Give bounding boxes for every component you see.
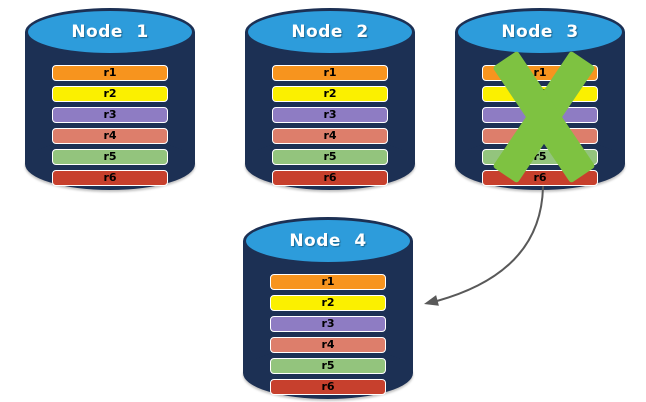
node-1-cylinder-top: Node 1 <box>25 8 195 56</box>
replica-row-r4: r4 <box>482 128 598 144</box>
replica-row-label: r2 <box>323 87 337 100</box>
replica-row-label: r6 <box>103 171 117 184</box>
replica-row-label: r5 <box>103 150 117 163</box>
replica-row-r5: r5 <box>270 358 386 374</box>
replica-row-r6: r6 <box>52 170 168 186</box>
replica-row-r3: r3 <box>272 107 388 123</box>
replica-row-label: r5 <box>323 150 337 163</box>
replica-row-label: r4 <box>321 338 335 351</box>
replica-row-r3: r3 <box>52 107 168 123</box>
replica-row-label: r1 <box>321 275 335 288</box>
node-1-label: Node 1 <box>71 22 149 42</box>
node-4: Node 4 r1 r2 r3 r4 r5 r6 <box>243 217 413 399</box>
replica-row-label: r2 <box>321 296 335 309</box>
node-2-rows: r1 r2 r3 r4 r5 r6 <box>272 65 388 191</box>
replica-row-label: r3 <box>533 108 547 121</box>
replica-row-r3: r3 <box>482 107 598 123</box>
node-1: Node 1 r1 r2 r3 r4 r5 r6 <box>25 8 195 190</box>
node-3-failed: Node 3 r1 r2 r3 r4 r5 r6 <box>455 8 625 190</box>
replica-row-label: r3 <box>103 108 117 121</box>
replica-row-r1: r1 <box>482 65 598 81</box>
replica-row-r2: r2 <box>482 86 598 102</box>
replica-row-r5: r5 <box>272 149 388 165</box>
replica-row-r1: r1 <box>270 274 386 290</box>
replica-row-label: r4 <box>323 129 337 142</box>
replica-row-label: r4 <box>103 129 117 142</box>
replica-row-label: r1 <box>323 66 337 79</box>
replica-row-r5: r5 <box>52 149 168 165</box>
replication-arrow-line <box>436 186 544 302</box>
replication-arrow-head <box>424 295 439 306</box>
replica-row-r1: r1 <box>52 65 168 81</box>
replica-row-label: r5 <box>533 150 547 163</box>
replica-row-r4: r4 <box>272 128 388 144</box>
replica-row-r1: r1 <box>272 65 388 81</box>
replica-row-r2: r2 <box>272 86 388 102</box>
replica-row-r4: r4 <box>270 337 386 353</box>
replica-row-r2: r2 <box>52 86 168 102</box>
node-3-cylinder-top: Node 3 <box>455 8 625 56</box>
replica-row-r6: r6 <box>272 170 388 186</box>
replica-row-r3: r3 <box>270 316 386 332</box>
node-3-rows: r1 r2 r3 r4 r5 r6 <box>482 65 598 191</box>
replica-row-r6: r6 <box>270 379 386 395</box>
replica-row-label: r2 <box>533 87 547 100</box>
replica-row-r6: r6 <box>482 170 598 186</box>
node-1-rows: r1 r2 r3 r4 r5 r6 <box>52 65 168 191</box>
node-2-label: Node 2 <box>291 22 369 42</box>
replica-row-label: r3 <box>321 317 335 330</box>
replica-row-label: r1 <box>533 66 547 79</box>
node-4-cylinder-top: Node 4 <box>243 217 413 265</box>
replica-row-label: r2 <box>103 87 117 100</box>
replica-row-label: r5 <box>321 359 335 372</box>
replica-row-label: r6 <box>323 171 337 184</box>
replica-row-label: r6 <box>321 380 335 393</box>
replica-row-label: r3 <box>323 108 337 121</box>
replica-row-label: r6 <box>533 171 547 184</box>
node-4-label: Node 4 <box>289 231 367 251</box>
node-2: Node 2 r1 r2 r3 r4 r5 r6 <box>245 8 415 190</box>
replica-row-label: r4 <box>533 129 547 142</box>
replica-row-r4: r4 <box>52 128 168 144</box>
replica-row-r5: r5 <box>482 149 598 165</box>
replica-row-label: r1 <box>103 66 117 79</box>
replica-row-r2: r2 <box>270 295 386 311</box>
node-4-rows: r1 r2 r3 r4 r5 r6 <box>270 274 386 400</box>
node-2-cylinder-top: Node 2 <box>245 8 415 56</box>
node-3-label: Node 3 <box>501 22 579 42</box>
